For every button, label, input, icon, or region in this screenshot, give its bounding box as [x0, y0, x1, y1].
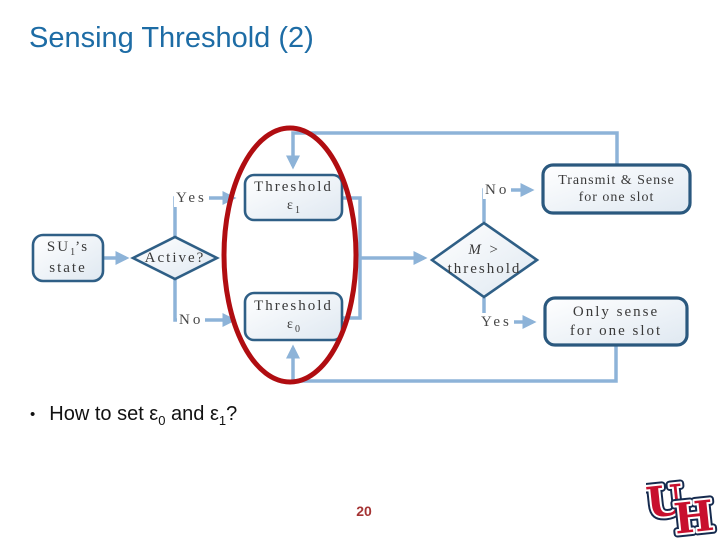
logo-u-inline: U [646, 477, 685, 528]
su-state-box [31, 233, 105, 283]
university-logo: U U U H H H [646, 477, 718, 539]
edge-label-no-right: No [483, 181, 512, 199]
edge-label-no-left: No [177, 311, 206, 329]
m-threshold-diamond [429, 221, 540, 299]
threshold0-box [243, 291, 344, 342]
active-diamond-label: Active? [144, 249, 206, 266]
edge-label-yes-right: Yes [479, 313, 514, 331]
connector-loop-bottom [286, 344, 618, 383]
transmit-sense-box-label: Transmit & Sense for one slot [558, 172, 675, 206]
active-diamond [130, 235, 220, 281]
threshold1-box-label: Threshold ε1 [254, 178, 333, 216]
bullet-text: How to set ε0 and ε1? [49, 403, 238, 428]
page-number: 20 [356, 503, 372, 519]
logo-h-outline: H [672, 491, 717, 539]
logo-h: H [672, 491, 717, 539]
connector-loop-top [286, 131, 619, 170]
connector-active-no [173, 279, 237, 327]
edge-label-yes-left: Yes [174, 189, 209, 207]
logo-h-inline: H [672, 491, 717, 539]
threshold0-box-label: Threshold ε0 [254, 297, 333, 335]
only-sense-box-label: Only sense for one slot [569, 303, 663, 339]
transmit-sense-box [541, 163, 692, 215]
highlight-ellipse [221, 125, 359, 385]
logo-u: U [646, 477, 685, 528]
bullet-icon: • [30, 406, 36, 423]
bullet-line: • How to set ε0 and ε1? [30, 403, 237, 428]
slide-title: Sensing Threshold (2) [29, 22, 314, 54]
threshold1-box [243, 173, 344, 222]
m-threshold-diamond-label: M > threshold [447, 242, 522, 277]
logo-letters: U U U H H H [646, 477, 718, 539]
only-sense-box [543, 296, 689, 347]
su-state-box-label: SU1’s state [46, 238, 90, 277]
